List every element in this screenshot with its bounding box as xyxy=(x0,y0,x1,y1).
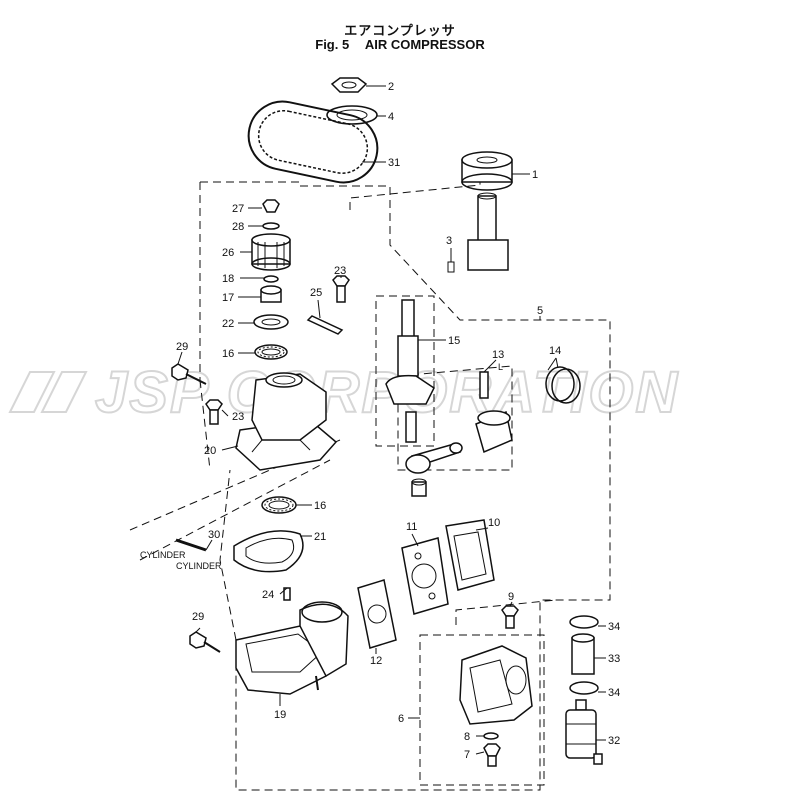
pin-25 xyxy=(306,315,344,335)
washer-8 xyxy=(483,732,499,740)
bolt-29-bottom xyxy=(189,631,221,653)
callout-30: 30 xyxy=(208,529,220,541)
cover-10 xyxy=(445,519,495,591)
callout-7: 7 xyxy=(464,749,470,761)
callout-25: 25 xyxy=(310,287,322,299)
clamp-34-top xyxy=(569,615,599,629)
callout-26: 26 xyxy=(222,247,234,259)
bolt-23-left xyxy=(205,399,223,425)
callout-29-bottom: 29 xyxy=(192,611,204,623)
gasket-21 xyxy=(233,530,304,573)
callout-1: 1 xyxy=(532,169,538,181)
callout-24: 24 xyxy=(262,589,274,601)
callout-4: 4 xyxy=(388,111,394,123)
cylinder-label-2: CYLINDER xyxy=(176,561,222,571)
cylinder-label-1: CYLINDER xyxy=(140,550,186,560)
callout-5: 5 xyxy=(537,305,543,317)
callout-17: 17 xyxy=(222,292,234,304)
lower-housing-19 xyxy=(235,601,349,695)
title-english: Fig. 5 AIR COMPRESSOR xyxy=(0,37,800,52)
gasket-12 xyxy=(357,579,397,649)
callout-3: 3 xyxy=(446,235,452,247)
fitting-7 xyxy=(483,743,501,767)
nut-27 xyxy=(262,199,280,213)
fig-number: Fig. 5 xyxy=(315,37,350,52)
callout-18: 18 xyxy=(222,273,234,285)
bearing-16-top xyxy=(254,344,288,360)
screw-9 xyxy=(501,605,519,629)
clamp-34-bottom xyxy=(569,681,599,695)
collar-17 xyxy=(260,285,282,303)
washer-4 xyxy=(326,105,378,125)
valve-plate-11 xyxy=(401,537,449,615)
callout-16-top: 16 xyxy=(222,348,234,360)
callout-19: 19 xyxy=(274,709,286,721)
key-3 xyxy=(447,261,455,273)
callout-10: 10 xyxy=(488,517,500,529)
assembly-boundaries xyxy=(129,170,611,791)
crankshaft-15 xyxy=(385,299,435,443)
gear-26 xyxy=(251,233,291,271)
callout-21: 21 xyxy=(314,531,326,543)
group-label-L: L xyxy=(498,362,503,372)
bolt-29-top xyxy=(171,363,207,385)
callout-15: 15 xyxy=(448,335,460,347)
callout-23-left: 23 xyxy=(232,411,244,423)
washer-18 xyxy=(263,275,279,283)
callout-32: 32 xyxy=(608,735,620,747)
leader-lines xyxy=(177,85,606,755)
oil-seal-22 xyxy=(253,314,289,330)
callout-12: 12 xyxy=(370,655,382,667)
callout-34-bottom: 34 xyxy=(608,687,620,699)
callout-11: 11 xyxy=(406,521,417,533)
callout-20: 20 xyxy=(204,445,216,457)
washer-28 xyxy=(262,222,280,230)
nut-2 xyxy=(330,77,368,93)
callout-33: 33 xyxy=(608,653,620,665)
callout-16-lower: 16 xyxy=(314,500,326,512)
callout-29-top: 29 xyxy=(176,341,188,353)
callout-9: 9 xyxy=(508,591,514,603)
bolt-23-top xyxy=(332,275,350,303)
upper-housing-20 xyxy=(235,372,338,471)
title-japanese: エアコンプレッサ xyxy=(344,23,456,38)
callout-34-top: 34 xyxy=(608,621,620,633)
compressor-shaft xyxy=(467,192,509,271)
callout-22: 22 xyxy=(222,318,234,330)
watermark-text: JSP CORPORATION xyxy=(95,360,679,425)
callout-2: 2 xyxy=(388,81,394,93)
piston-rings-14 xyxy=(545,366,581,404)
callout-13: 13 xyxy=(492,349,504,361)
filter-32 xyxy=(565,699,603,765)
pin-30 xyxy=(175,538,207,552)
callout-28: 28 xyxy=(232,221,244,233)
hose-33 xyxy=(571,633,595,675)
callout-23-top: 23 xyxy=(334,265,346,277)
pulley-1 xyxy=(461,151,513,191)
fig-name: AIR COMPRESSOR xyxy=(364,37,485,52)
cylinder-head-6 xyxy=(459,645,533,725)
callout-14: 14 xyxy=(549,345,561,357)
bearing-16-lower xyxy=(261,496,297,514)
watermark: JSP CORPORATION xyxy=(8,359,679,426)
callout-27: 27 xyxy=(232,203,244,215)
callout-6: 6 xyxy=(398,713,404,725)
callouts: 2 4 1 31 3 27 28 26 18 17 22 16 25 23 23… xyxy=(140,81,620,761)
timing-belt xyxy=(247,100,379,184)
callout-8: 8 xyxy=(464,731,470,743)
piston-assembly-13 xyxy=(405,371,513,497)
callout-31: 31 xyxy=(388,157,400,169)
